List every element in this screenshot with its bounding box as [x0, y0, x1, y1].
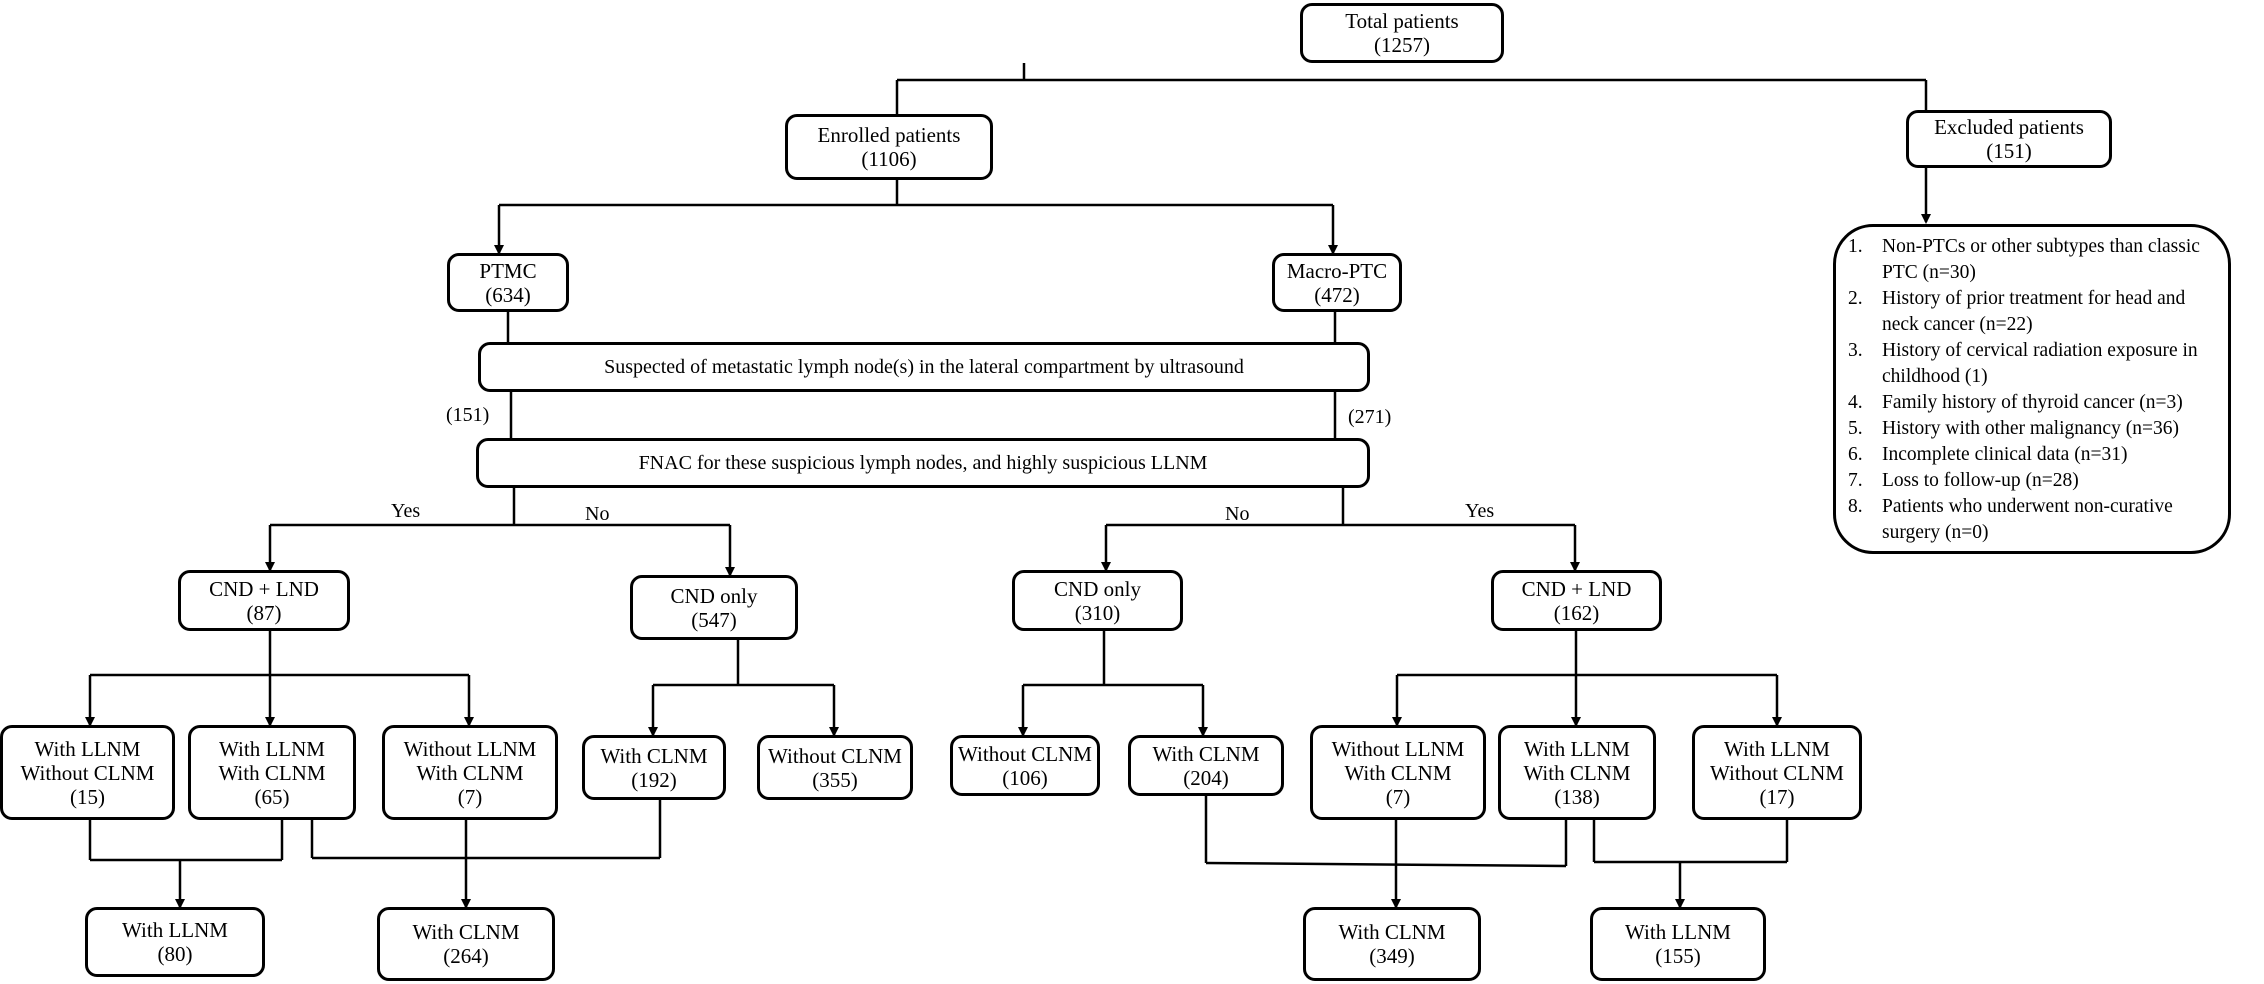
right-suspected-count: (271): [1348, 406, 1392, 428]
outcome-line: Without LLNM: [1331, 736, 1465, 761]
outcome-count: (138): [1554, 784, 1600, 809]
right-with-clnm-box: With CLNM (204): [1128, 735, 1284, 796]
macro-ptc-count: (472): [1314, 282, 1360, 307]
left-cnd-lnd-box: CND + LND (87): [178, 570, 350, 631]
right-cnd-lnd-box: CND + LND (162): [1491, 570, 1662, 631]
right-without-llnm-with-clnm-box: Without LLNM With CLNM (7): [1310, 725, 1486, 820]
outcome-count: (106): [1002, 765, 1048, 790]
right-total-llnm-box: With LLNM (155): [1590, 907, 1766, 981]
total-count: (264): [443, 944, 489, 968]
right-total-clnm-box: With CLNM (349): [1303, 907, 1481, 981]
outcome-count: (65): [254, 784, 290, 809]
left-cnd-only-box: CND only (547): [630, 575, 798, 640]
total-line: With CLNM: [1338, 920, 1446, 944]
outcome-line: Without CLNM: [768, 743, 902, 768]
outcome-count: (204): [1183, 765, 1229, 790]
left-suspected-count: (151): [446, 404, 490, 426]
fnac-label: FNAC for these suspicious lymph nodes, a…: [638, 452, 1208, 474]
total-count: (155): [1655, 944, 1701, 968]
macro-ptc-box: Macro-PTC (472): [1272, 253, 1402, 312]
outcome-line: With CLNM: [1344, 760, 1452, 785]
outcome-line: Without CLNM: [958, 741, 1092, 766]
outcome-line: With LLNM: [219, 736, 325, 761]
total-patients-box: Total patients (1257): [1300, 3, 1504, 63]
exclusion-item: 5.History with other malignancy (n=36): [1848, 418, 2179, 439]
ultrasound-label: Suspected of metastatic lymph node(s) in…: [604, 356, 1244, 378]
outcome-line: With CLNM: [1523, 760, 1631, 785]
exclusion-item: 4.Family history of thyroid cancer (n=3): [1848, 392, 2183, 413]
left-cnd-only-count: (547): [691, 607, 737, 632]
outcome-count: (355): [812, 767, 858, 792]
outcome-count: (17): [1759, 784, 1795, 809]
outcome-line: With CLNM: [416, 760, 524, 785]
left-cnd-only-label: CND only: [670, 583, 758, 608]
outcome-line: With LLNM: [1724, 736, 1830, 761]
outcome-line: With LLNM: [34, 736, 141, 761]
ptmc-label: PTMC: [479, 258, 537, 283]
left-cnd-lnd-label: CND + LND: [209, 576, 319, 601]
total-line: With LLNM: [122, 918, 228, 942]
right-cnd-only-label: CND only: [1054, 576, 1141, 601]
total-patients-count: (1257): [1374, 33, 1430, 57]
total-line: With LLNM: [1625, 920, 1731, 944]
total-count: (349): [1369, 944, 1415, 968]
left-llnm-with-clnm-box: With LLNM With CLNM (65): [188, 725, 356, 820]
outcome-count: (7): [1385, 784, 1411, 809]
right-yes-label: Yes: [1465, 500, 1495, 522]
outcome-line: With CLNM: [218, 760, 326, 785]
macro-ptc-label: Macro-PTC: [1286, 258, 1388, 283]
outcome-count: (192): [631, 767, 677, 792]
excluded-patients-box: Excluded patients (151): [1906, 110, 2112, 168]
right-no-label: No: [1225, 503, 1250, 525]
left-with-clnm-box: With CLNM (192): [582, 735, 726, 800]
left-cnd-lnd-count: (87): [246, 600, 282, 625]
right-llnm-without-clnm-box: With LLNM Without CLNM (17): [1692, 725, 1862, 820]
left-total-clnm-box: With CLNM (264): [377, 907, 555, 981]
enrolled-patients-box: Enrolled patients (1106): [785, 114, 993, 180]
total-line: With CLNM: [412, 920, 520, 944]
outcome-count: (7): [457, 784, 483, 809]
right-cnd-only-box: CND only (310): [1012, 570, 1183, 631]
exclusion-item: 1.Non-PTCs or other subtypes than classi…: [1848, 236, 2200, 283]
left-total-llnm-box: With LLNM (80): [85, 907, 265, 977]
exclusion-item: 6.Incomplete clinical data (n=31): [1848, 444, 2128, 465]
left-llnm-without-clnm-box: With LLNM Without CLNM (15): [0, 725, 175, 820]
exclusion-item: 7.Loss to follow-up (n=28): [1848, 470, 2079, 491]
total-count: (80): [157, 942, 193, 966]
ptmc-box: PTMC (634): [447, 253, 569, 312]
right-cnd-lnd-count: (162): [1553, 600, 1600, 625]
right-cnd-only-count: (310): [1074, 600, 1121, 625]
exclusion-criteria-list: 1.Non-PTCs or other subtypes than classi…: [1833, 224, 2231, 554]
right-without-clnm-box: Without CLNM (106): [950, 735, 1100, 796]
outcome-count: (15): [70, 784, 105, 809]
right-cnd-lnd-label: CND + LND: [1521, 576, 1632, 601]
fnac-box: FNAC for these suspicious lymph nodes, a…: [476, 438, 1370, 488]
total-patients-label: Total patients: [1345, 9, 1459, 33]
outcome-line: With CLNM: [600, 743, 708, 768]
left-without-clnm-box: Without CLNM (355): [757, 735, 913, 800]
left-no-label: No: [585, 503, 610, 525]
exclusion-item: 8.Patients who underwent non-curative su…: [1848, 496, 2173, 543]
enrolled-patients-label: Enrolled patients: [817, 123, 961, 147]
enrolled-patients-count: (1106): [861, 147, 917, 171]
outcome-line: With CLNM: [1152, 741, 1260, 766]
outcome-line: Without CLNM: [20, 760, 155, 785]
ultrasound-box: Suspected of metastatic lymph node(s) in…: [478, 342, 1370, 392]
left-without-llnm-with-clnm-box: Without LLNM With CLNM (7): [382, 725, 558, 820]
outcome-line: With LLNM: [1524, 736, 1630, 761]
left-yes-label: Yes: [391, 500, 421, 522]
ptmc-count: (634): [485, 282, 531, 307]
excluded-patients-label: Excluded patients: [1934, 115, 2084, 139]
exclusion-item: 3.History of cervical radiation exposure…: [1848, 340, 2198, 387]
right-llnm-with-clnm-box: With LLNM With CLNM (138): [1498, 725, 1656, 820]
outcome-line: Without CLNM: [1710, 760, 1844, 785]
exclusion-item: 2.History of prior treatment for head an…: [1848, 288, 2186, 335]
outcome-line: Without LLNM: [403, 736, 537, 761]
excluded-patients-count: (151): [1986, 139, 2032, 163]
